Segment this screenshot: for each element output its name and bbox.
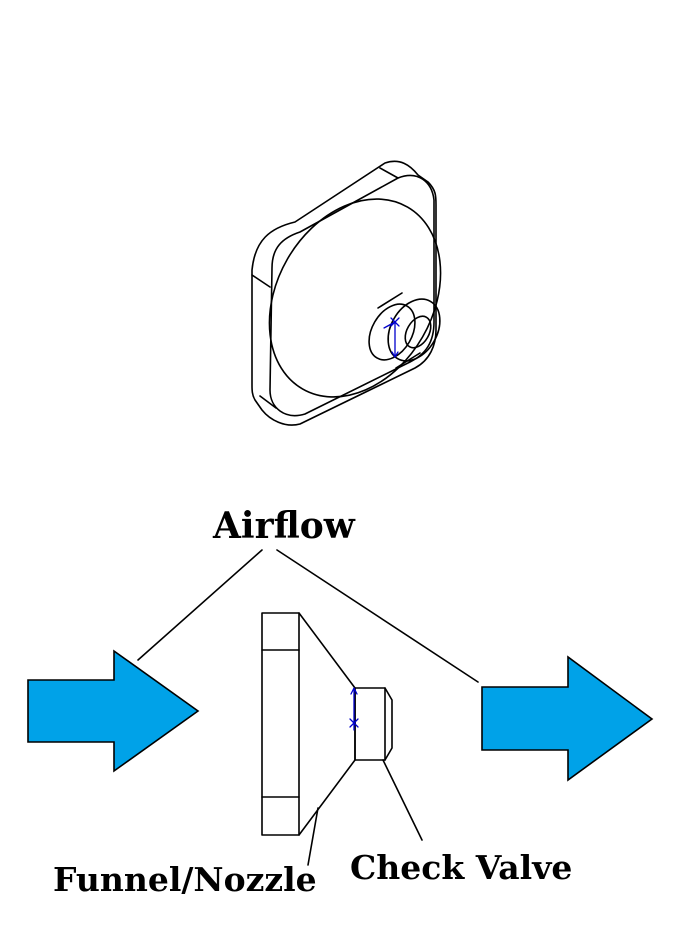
side-section-view <box>261 612 393 836</box>
airflow-label: Airflow <box>213 505 355 547</box>
airflow-arrow-in <box>27 649 200 773</box>
check-valve-leader <box>382 759 423 841</box>
funnel-cone <box>298 612 356 836</box>
funnel-nozzle-label: Funnel/Nozzle <box>53 860 317 899</box>
valve-boss-rear <box>368 303 416 361</box>
airflow-leader-left <box>137 549 263 661</box>
check-valve-label: Check Valve <box>350 848 573 887</box>
front-disc <box>268 198 442 398</box>
bevel-line-bottom <box>259 395 277 409</box>
check-valve-chamfer <box>384 687 393 761</box>
valve-bore <box>404 315 432 349</box>
front-face-outline <box>269 174 435 417</box>
funnel-flange <box>261 612 300 836</box>
leader-lines <box>137 549 479 866</box>
airflow-leader-right <box>276 549 479 683</box>
funnel-leader <box>307 807 319 866</box>
check-valve-body <box>354 687 386 761</box>
back-plate-outline <box>251 160 437 426</box>
side-sketch-markers <box>349 687 359 731</box>
airflow-arrow-out <box>481 655 654 782</box>
bevel-line-left <box>251 274 271 288</box>
bevel-line-top <box>379 167 399 179</box>
iso-sketch-markers <box>383 317 400 358</box>
valve-boss-front <box>387 298 441 362</box>
isometric-part-view <box>251 160 442 426</box>
